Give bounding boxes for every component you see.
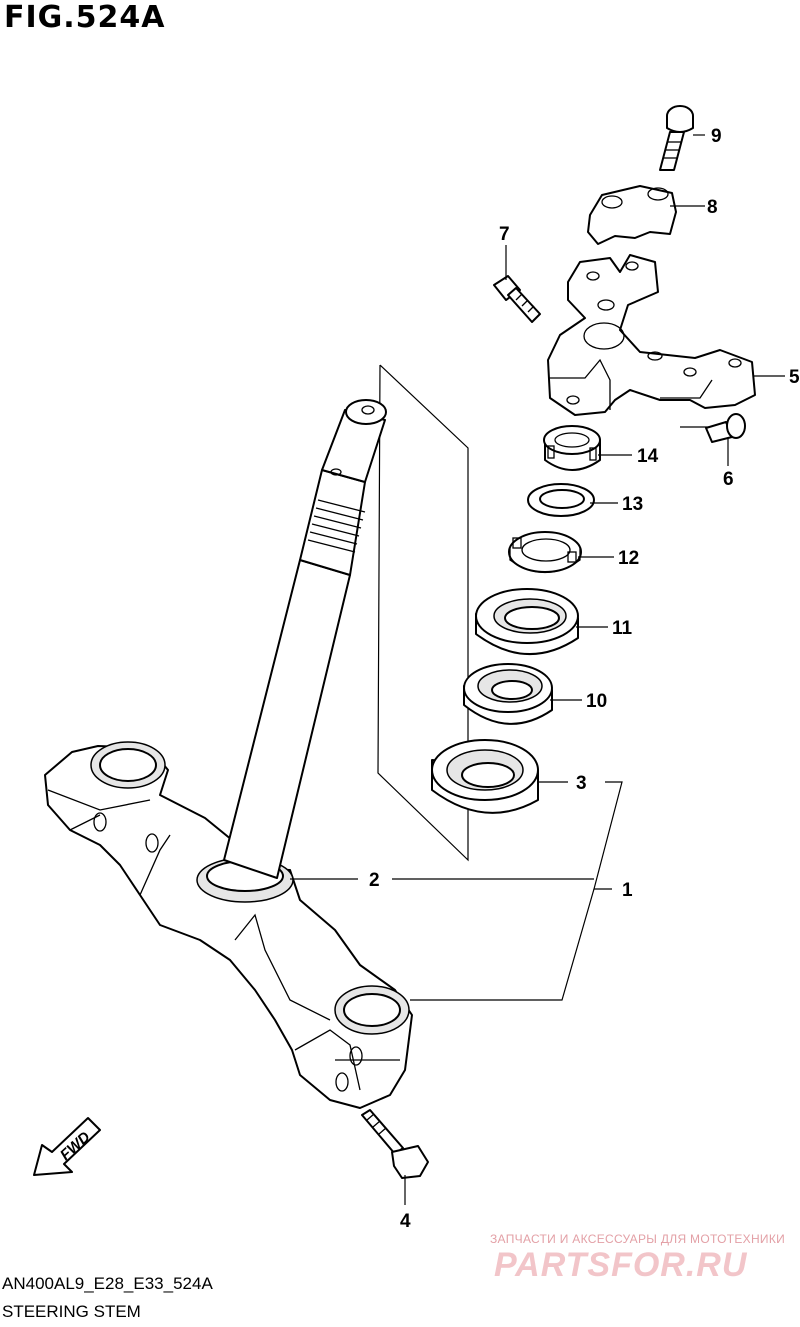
callout-14: 14 <box>637 446 659 467</box>
callout-1: 1 <box>622 880 633 901</box>
part-12-nut[interactable] <box>508 531 582 573</box>
callout-13: 13 <box>622 494 643 515</box>
callout-4: 4 <box>400 1211 411 1232</box>
part-2-stem-shaft[interactable] <box>196 399 387 903</box>
part-1-lower-bracket[interactable] <box>44 741 413 1109</box>
part-10-bearing[interactable] <box>463 663 553 725</box>
part-4-bolt[interactable] <box>361 1109 429 1179</box>
callout-6: 6 <box>723 469 734 490</box>
fwd-arrow-icon: FWD <box>33 1117 101 1176</box>
callout-2: 2 <box>369 870 380 891</box>
part-13-washer[interactable] <box>527 483 595 517</box>
part-3-bearing[interactable] <box>431 739 539 814</box>
part-11-seal[interactable] <box>475 588 579 656</box>
callout-8: 8 <box>707 197 718 218</box>
watermark-tagline: ЗАПЧАСТИ И АКСЕССУАРЫ ДЛЯ МОТОТЕХНИКИ <box>490 1232 786 1246</box>
watermark-logo: PARTSFOR.RU <box>494 1246 748 1284</box>
stem-thread <box>307 499 366 553</box>
part-9-bolt[interactable] <box>659 105 694 171</box>
callout-9: 9 <box>711 126 722 147</box>
callout-3: 3 <box>576 773 587 794</box>
leader-lines <box>290 134 785 1205</box>
part-14-nut[interactable] <box>543 425 601 471</box>
model-code: AN400AL9_E28_E33_524A <box>2 1274 213 1293</box>
part-6-bolt[interactable] <box>705 413 746 443</box>
callout-7: 7 <box>499 224 510 245</box>
callout-12: 12 <box>618 548 639 569</box>
callout-labels: 9 8 7 5 6 14 13 12 11 10 3 2 1 4 <box>369 126 800 1232</box>
callout-11: 11 <box>612 618 633 639</box>
part-8-handlebar-holder[interactable] <box>587 185 677 245</box>
section-name: STEERING STEM <box>2 1302 141 1321</box>
figure-title: FIG.524A <box>4 0 166 35</box>
part-5-upper-bracket[interactable] <box>547 254 756 416</box>
callout-5: 5 <box>789 367 800 388</box>
callout-10: 10 <box>586 691 607 712</box>
part-7-bolt[interactable] <box>493 275 541 323</box>
